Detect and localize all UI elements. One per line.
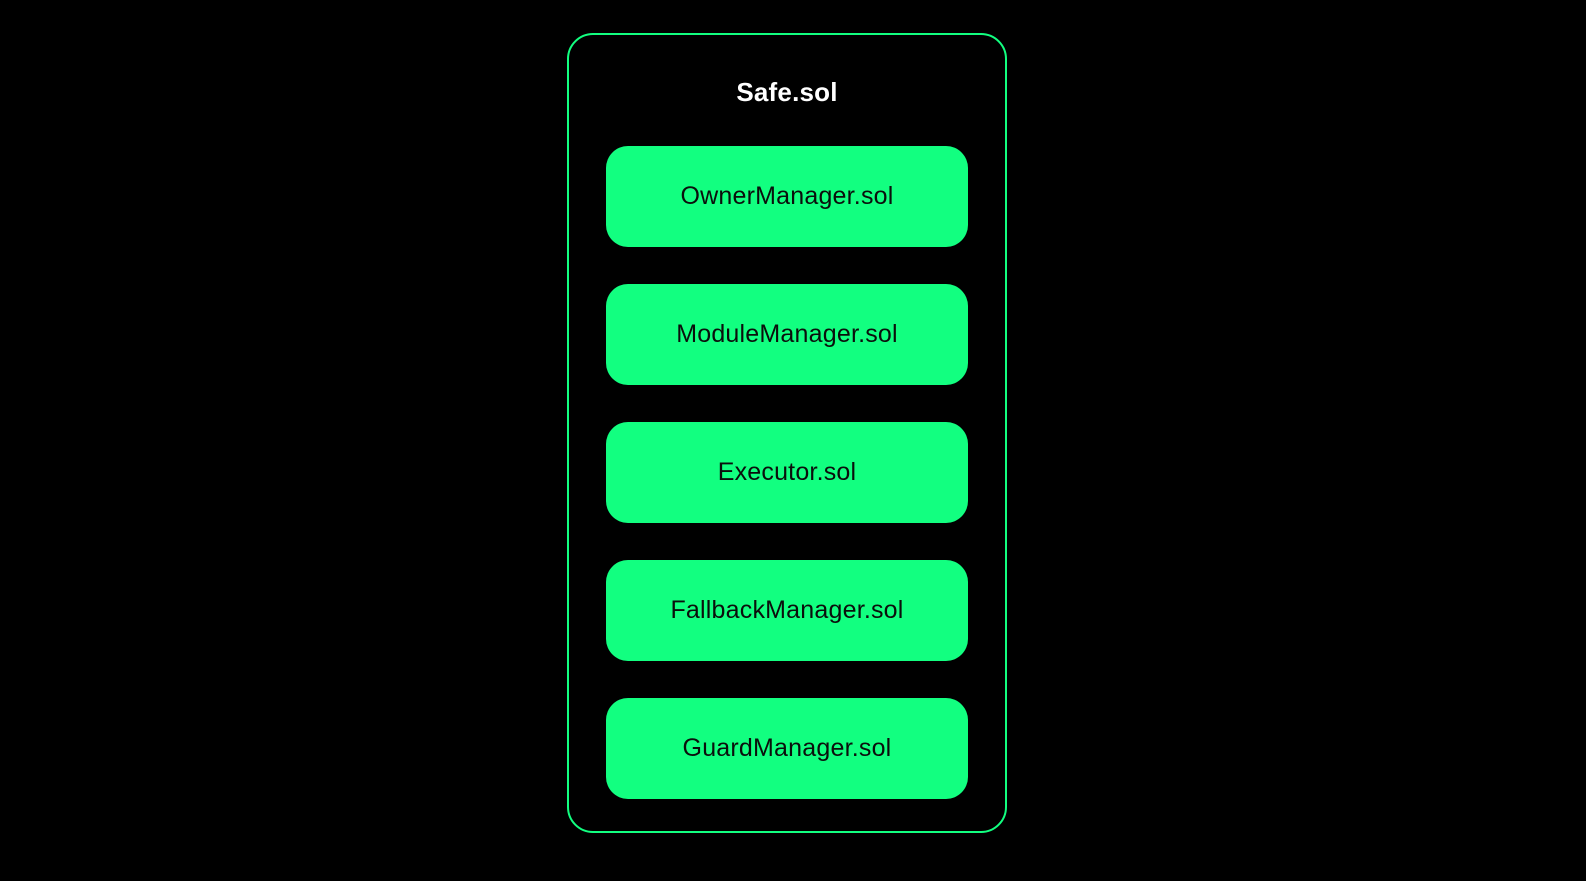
container-title: Safe.sol bbox=[736, 77, 838, 107]
module-label: OwnerManager.sol bbox=[680, 182, 894, 210]
module-label: GuardManager.sol bbox=[682, 734, 892, 762]
module-box: ModuleManager.sol bbox=[606, 284, 968, 385]
module-box: GuardManager.sol bbox=[606, 698, 968, 799]
module-box: OwnerManager.sol bbox=[606, 146, 968, 247]
module-label: FallbackManager.sol bbox=[670, 596, 904, 624]
module-label: ModuleManager.sol bbox=[676, 320, 898, 348]
module-box: FallbackManager.sol bbox=[606, 560, 968, 661]
module-label: Executor.sol bbox=[717, 458, 857, 486]
module-box: Executor.sol bbox=[606, 422, 968, 523]
